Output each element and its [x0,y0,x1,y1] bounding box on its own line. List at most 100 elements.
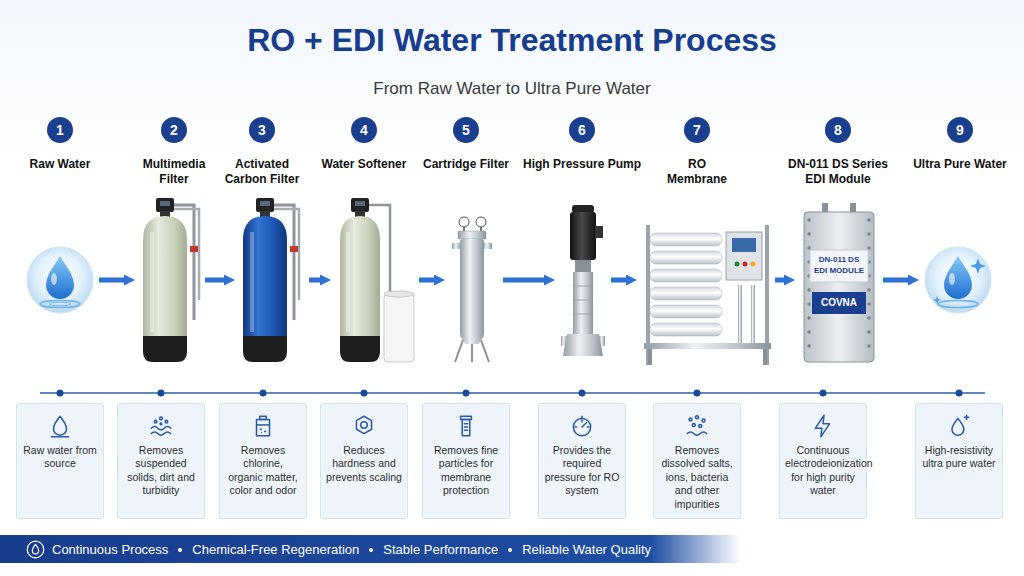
step-title: Water Softener [309,157,419,172]
icon [684,413,710,439]
process-step: Raw Water [24,195,96,365]
step-title: Multimedia Filter [137,157,212,187]
step-description: Removes dissolved salts, ions, bacteria … [659,444,735,511]
step-title: RO Membrane [663,157,731,187]
step-number-circle: 8 [825,117,851,143]
icon [47,413,73,439]
water-softener-illustration [340,198,414,362]
feature-text: Reliable Water Quality [498,542,651,557]
step-title: Ultra Pure Water [905,157,1015,172]
brand-label: COVNA [812,297,866,308]
module-label: DN-011 DS [810,255,868,264]
step-description: Continuous electrodeionization for high … [785,444,861,498]
description-card: Provides the required pressure for RO sy… [538,403,626,519]
ultra-pure-water-illustration [925,247,991,313]
icon [453,413,479,439]
flow-arrow [99,278,124,283]
flow-arrow [775,278,784,283]
step-number: 2 [170,122,178,138]
diagram-title: RO + EDI Water Treatment Process [12,22,1012,59]
process-step: Water Softener [334,195,416,365]
feature-text: Continuous Process [52,542,168,557]
icon-shape [573,416,590,436]
process-step: Ultra Pure Water [922,195,994,365]
icon [810,413,836,439]
description-card: Removes chlorine, organic matter, color … [219,403,307,519]
icon [351,413,377,439]
step-description: Removes fine particles for membrane prot… [428,444,504,498]
cartridge-filter-illustration [452,217,492,362]
flow-arrow [205,278,224,283]
flow-arrow [309,278,320,283]
icon [148,413,174,439]
step-number: 6 [578,122,586,138]
icon-shape [257,416,270,436]
flow-arrow [883,278,908,283]
feature-text: Chemical-Free Regeneration [168,542,359,557]
step-number: 1 [56,122,64,138]
description-card: Raw water from source [16,403,104,519]
step-number: 8 [834,122,842,138]
icon-shape [461,416,472,436]
icon-shape [815,415,829,437]
description-card: Removes fine particles for membrane prot… [422,403,510,519]
process-step: RO Membrane [640,195,772,365]
multimedia-filter-illustration [143,198,199,362]
icon [250,413,276,439]
step-description: Raw water from source [22,444,98,471]
icon [946,413,972,439]
icon [569,413,595,439]
step-number: 7 [693,122,701,138]
process-step: DN-011 DS Series EDI Module [798,195,880,365]
step-number-circle: 6 [569,117,595,143]
step-number: 4 [360,122,368,138]
step-number-circle: 5 [453,117,479,143]
step-title: DN-011 DS Series EDI Module [783,157,893,187]
step-title: Cartridge Filter [411,157,521,172]
step-number-circle: 9 [947,117,973,143]
icon-shape [27,541,44,558]
step-number-circle: 1 [47,117,73,143]
step-number-circle: 3 [249,117,275,143]
icon-shape [356,416,371,433]
module-label: EDI MODULE [810,266,868,275]
step-title: High Pressure Pump [517,157,647,172]
description-card: Removes dissolved salts, ions, bacteria … [653,403,741,519]
icon-shape [51,416,68,437]
process-step: Multimedia Filter [138,195,202,365]
step-description: Removes chlorine, organic matter, color … [225,444,301,498]
process-step: High Pressure Pump [558,195,608,365]
flow-arrow [503,278,544,283]
step-number: 9 [956,122,964,138]
raw-water-illustration [27,247,93,313]
description-card: High-resistivity ultra pure water [915,403,1003,519]
subtitle: From Raw Water to Ultra Pure Water [212,79,812,99]
timeline [40,390,985,397]
ro-membrane-illustration [644,225,771,365]
icon-shape [952,415,969,435]
step-number: 5 [462,122,470,138]
carbon-filter-illustration [243,198,299,362]
step-description: Removes suspended solids, dirt and turbi… [123,444,199,498]
high-pressure-pump-illustration [561,205,605,356]
flow-arrow [419,278,434,283]
step-number-circle: 7 [684,117,710,143]
icon [26,540,45,559]
step-description: High-resistivity ultra pure water [921,444,997,471]
flow-arrow [611,278,626,283]
step-number: 3 [258,122,266,138]
process-step: Cartridge Filter [448,195,500,365]
feature-band: Continuous ProcessChemical-Free Regenera… [0,535,741,563]
step-number-circle: 2 [161,117,187,143]
description-card: Removes suspended solids, dirt and turbi… [117,403,205,519]
process-step: Activated Carbon Filter [238,195,306,365]
icon-shape [151,417,171,435]
edi-module-illustration [804,203,874,362]
description-card: Continuous electrodeionization for high … [779,403,867,519]
description-card: Reduces hardness and prevents scaling [320,403,408,519]
step-title: Activated Carbon Filter [220,157,305,187]
step-title: Raw Water [10,157,110,172]
icon-shape [687,416,707,435]
